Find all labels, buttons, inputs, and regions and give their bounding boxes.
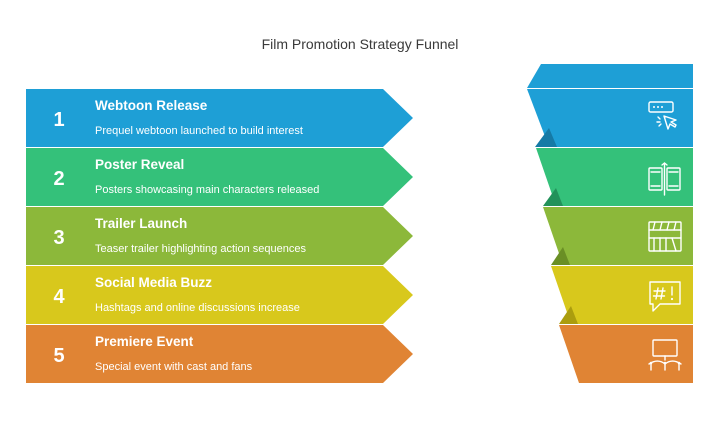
step-number: 5: [53, 345, 64, 367]
step-description: Posters showcasing main characters relea…: [95, 184, 319, 196]
step-description: Hashtags and online discussions increase: [95, 302, 300, 314]
step-banner-3: 3 Trailer Launch Teaser trailer highligh…: [26, 207, 413, 265]
diagram-title: Film Promotion Strategy Funnel: [261, 36, 459, 52]
funnel-segment-2: [536, 148, 693, 206]
step-banner-2: 2 Poster Reveal Posters showcasing main …: [26, 148, 413, 206]
premiere-screen-icon: [648, 339, 682, 371]
webtoon-click-icon: [648, 101, 677, 130]
step-description: Prequel webtoon launched to build intere…: [95, 125, 303, 137]
step-title: Premiere Event: [95, 334, 194, 349]
posters-icon: [648, 162, 681, 196]
step-title: Webtoon Release: [95, 98, 208, 113]
step-banner-4: 4 Social Media Buzz Hashtags and online …: [26, 266, 413, 324]
funnel-top-cap: [527, 64, 693, 88]
funnel-segment-5: [559, 325, 693, 383]
hashtag-chat-icon: [649, 281, 681, 312]
step-banner-1: 1 Webtoon Release Prequel webtoon launch…: [26, 89, 413, 147]
funnel-segment-4: [551, 266, 693, 324]
funnel-segment-1: [527, 89, 693, 147]
step-title: Trailer Launch: [95, 216, 187, 231]
step-number: 3: [53, 227, 64, 249]
step-title: Poster Reveal: [95, 157, 184, 172]
step-description: Teaser trailer highlighting action seque…: [95, 243, 306, 255]
step-number: 2: [53, 168, 64, 190]
step-title: Social Media Buzz: [95, 275, 212, 290]
clapperboard-icon: [648, 221, 682, 252]
step-number: 4: [53, 286, 65, 308]
funnel-segment-3: [543, 207, 693, 265]
step-number: 1: [53, 109, 64, 131]
step-banner-5: 5 Premiere Event Special event with cast…: [26, 325, 413, 383]
step-description: Special event with cast and fans: [95, 361, 253, 373]
